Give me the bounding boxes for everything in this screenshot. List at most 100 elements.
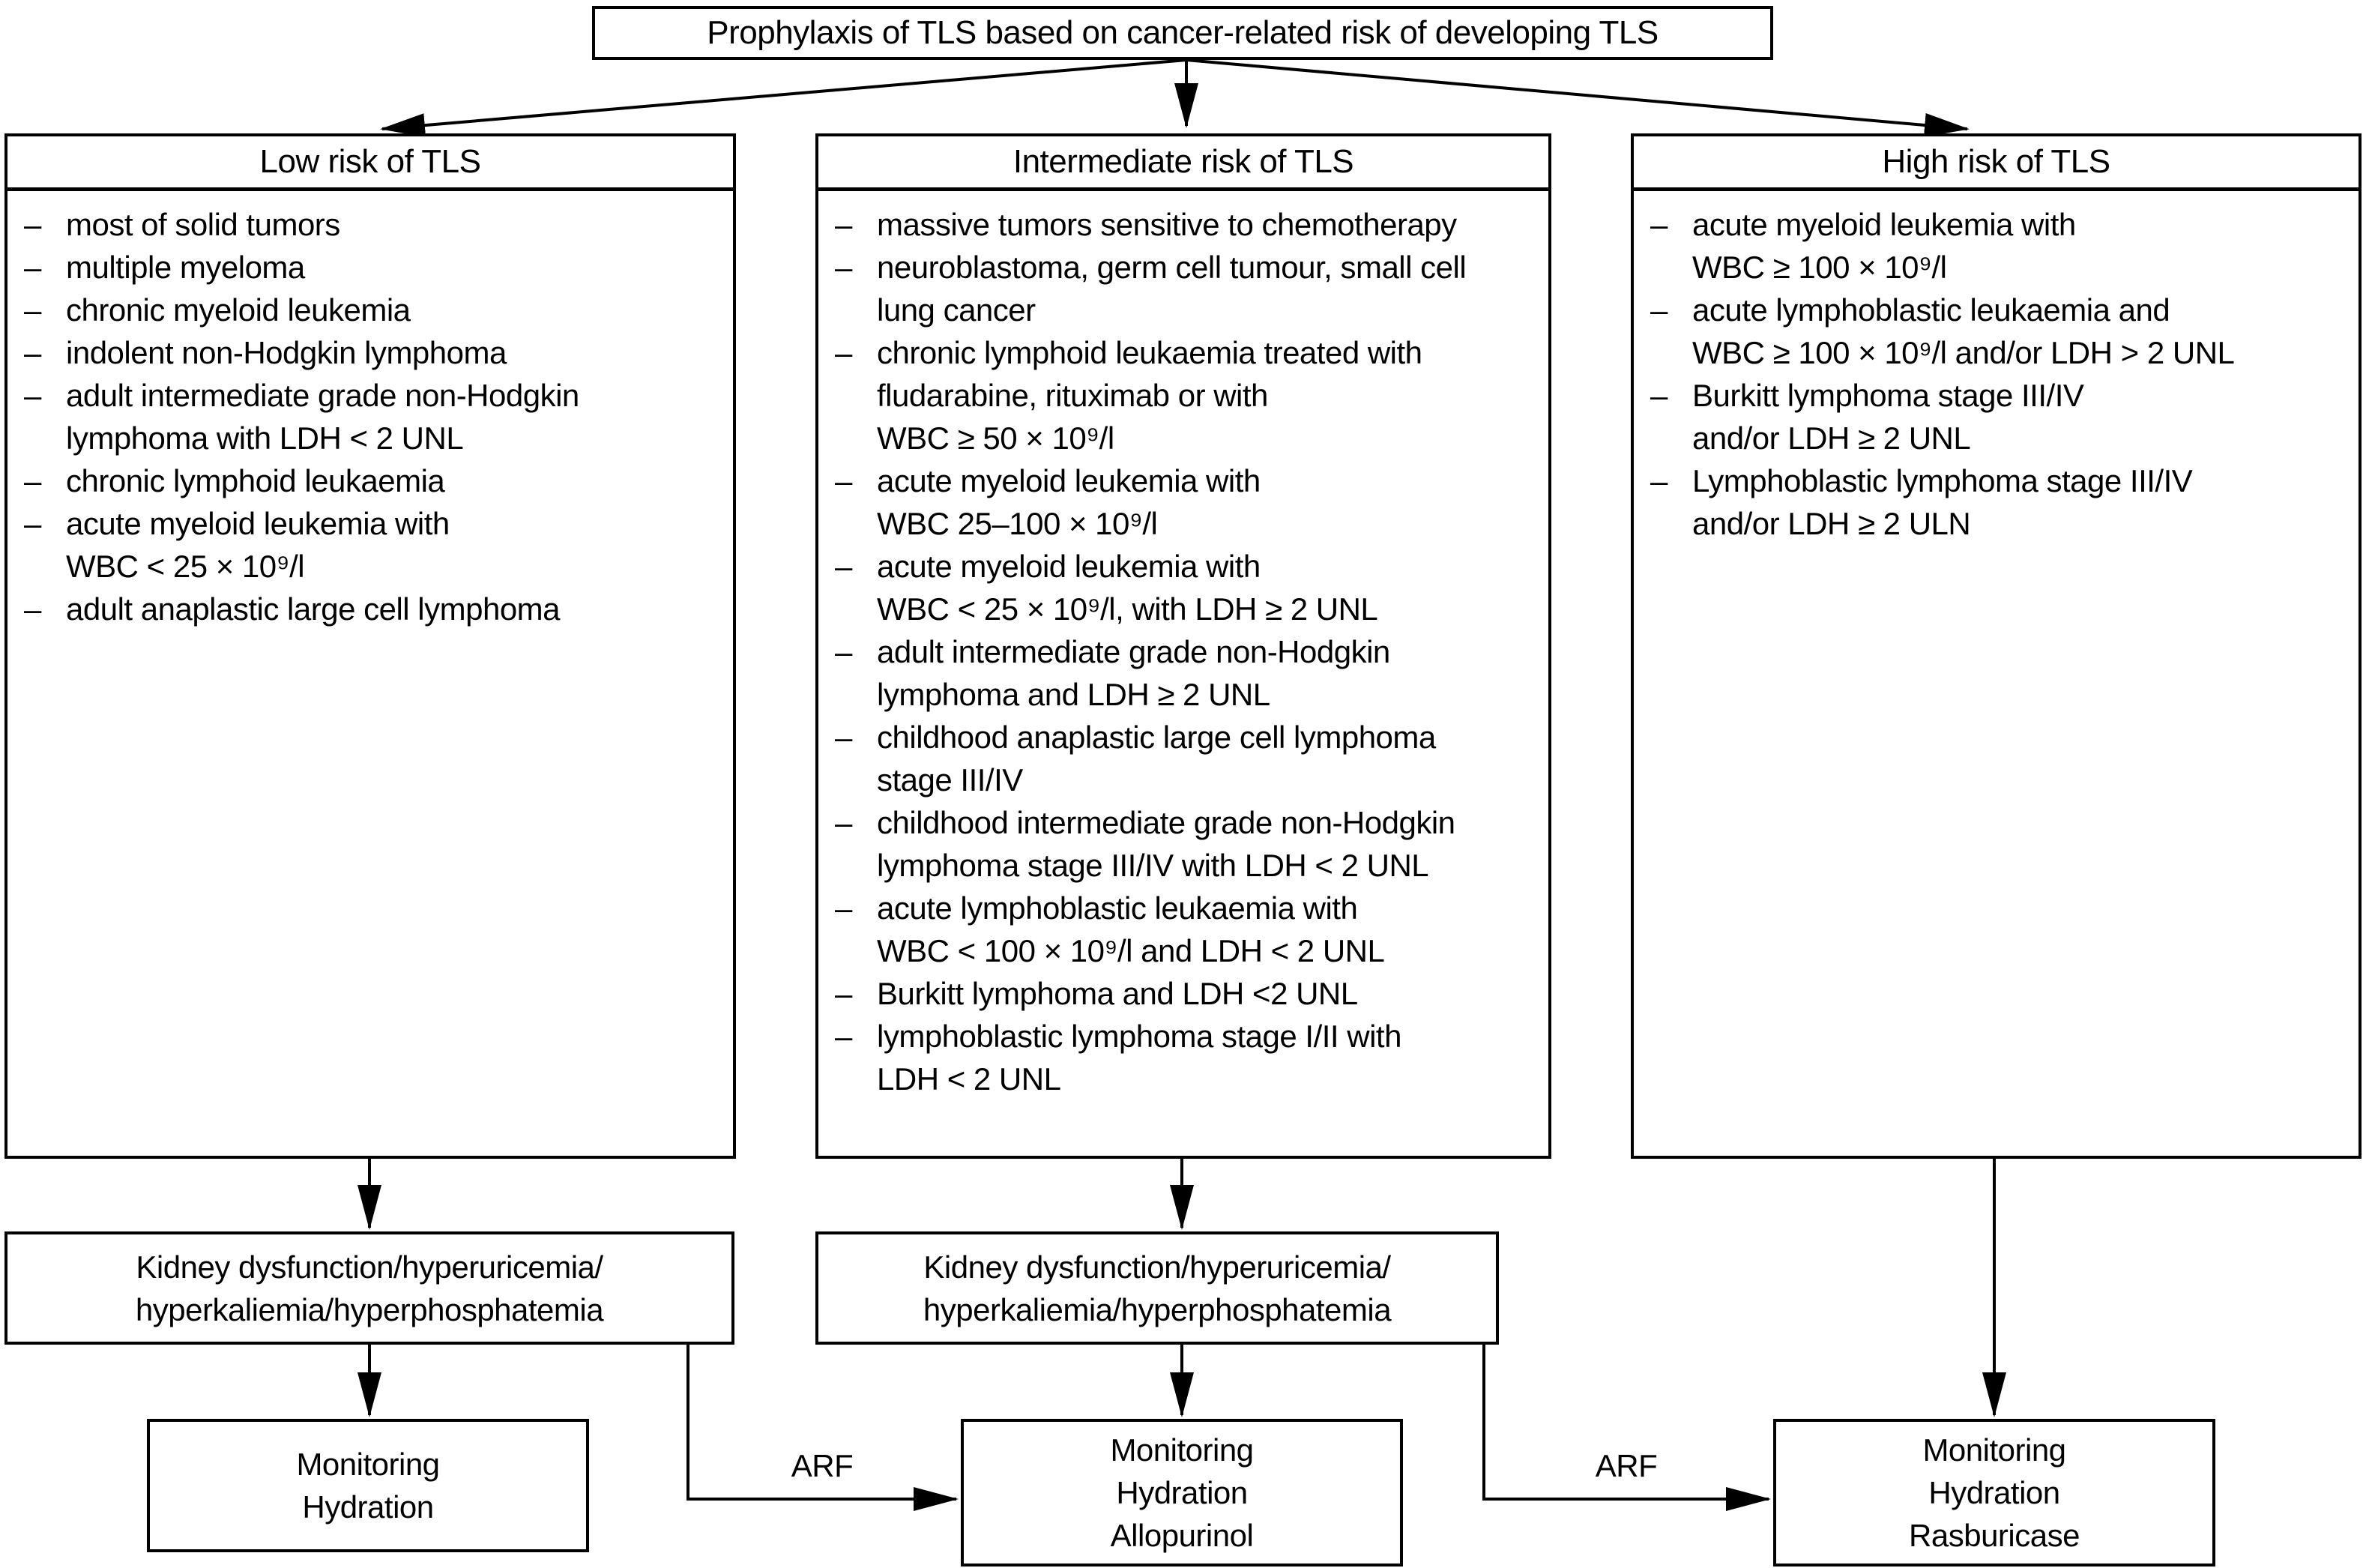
list-item: –adult intermediate grade non-Hodgkin ly…	[24, 374, 716, 459]
dash-bullet: –	[24, 335, 41, 370]
dash-bullet: –	[835, 1019, 852, 1054]
dash-bullet: –	[835, 463, 852, 498]
dash-bullet: –	[24, 207, 41, 242]
dash-bullet: –	[1650, 463, 1668, 498]
dash-bullet: –	[24, 463, 41, 498]
list-item: –acute myeloid leukemia with WBC < 25 × …	[835, 545, 1532, 630]
list-item: –childhood anaplastic large cell lymphom…	[835, 716, 1532, 801]
list-item-text: childhood intermediate grade non-Hodgkin…	[877, 805, 1455, 883]
list-item-text: chronic lymphoid leukaemia	[66, 463, 445, 498]
monitoring-hydration-box: Monitoring Hydration	[147, 1419, 589, 1552]
list-item: –chronic lymphoid leukaemia	[24, 459, 716, 502]
low-risk-header-text: Low risk of TLS	[259, 143, 481, 180]
list-item-text: chronic myeloid leukemia	[66, 292, 411, 328]
list-item-text: chronic lymphoid leukaemia treated with …	[877, 335, 1422, 456]
list-item: –adult anaplastic large cell lymphoma	[24, 588, 716, 630]
list-item-text: acute lymphoblastic leukaemia and WBC ≥ …	[1692, 292, 2235, 370]
list-item-text: Lymphoblastic lymphoma stage III/IV and/…	[1692, 463, 2193, 541]
dash-bullet: –	[24, 506, 41, 541]
list-item: –acute myeloid leukemia with WBC 25–100 …	[835, 459, 1532, 545]
monitoring-rasburicase-text: Monitoring Hydration Rasburicase	[1909, 1432, 2080, 1553]
list-item: –Burkitt lymphoma stage III/IV and/or LD…	[1650, 374, 2342, 459]
kidney-dysfunction-box-intermediate: Kidney dysfunction/hyperuricemia/ hyperk…	[815, 1231, 1499, 1345]
low-risk-header: Low risk of TLS	[7, 136, 733, 191]
intermediate-risk-column: Intermediate risk of TLS –massive tumors…	[815, 133, 1551, 1159]
list-item-text: most of solid tumors	[66, 207, 340, 242]
dash-bullet: –	[835, 207, 852, 242]
list-item-text: adult anaplastic large cell lymphoma	[66, 591, 561, 627]
monitoring-rasburicase-box: Monitoring Hydration Rasburicase	[1773, 1419, 2215, 1567]
dash-bullet: –	[835, 720, 852, 755]
low-risk-column: Low risk of TLS –most of solid tumors–mu…	[4, 133, 736, 1159]
arf-label-left: ARF	[791, 1448, 854, 1483]
monitoring-allopurinol-text: Monitoring Hydration Allopurinol	[1110, 1432, 1254, 1553]
monitoring-allopurinol-box: Monitoring Hydration Allopurinol	[961, 1419, 1403, 1567]
dash-bullet: –	[1650, 207, 1668, 242]
high-risk-header: High risk of TLS	[1634, 136, 2359, 191]
arrow-title-to-high-risk	[1186, 58, 1970, 137]
arrow-arf-intermediate-to-rasburicase-box	[1482, 1345, 1771, 1511]
dash-bullet: –	[835, 890, 852, 926]
list-item: –acute myeloid leukemia with WBC ≥ 100 ×…	[1650, 203, 2342, 289]
title-text: Prophylaxis of TLS based on cancer-relat…	[707, 14, 1659, 51]
list-item-text: neuroblastoma, germ cell tumour, small c…	[877, 250, 1467, 328]
dash-bullet: –	[1650, 378, 1668, 413]
arf-label-right: ARF	[1595, 1448, 1658, 1483]
list-item-text: acute myeloid leukemia with WBC < 25 × 1…	[877, 549, 1378, 627]
list-item-text: acute myeloid leukemia with WBC 25–100 ×…	[877, 463, 1261, 541]
dash-bullet: –	[1650, 292, 1668, 328]
dash-bullet: –	[24, 292, 41, 328]
list-item: –acute lymphoblastic leukaemia and WBC ≥…	[1650, 289, 2342, 374]
kidney-dysfunction-box-low: Kidney dysfunction/hyperuricemia/ hyperk…	[4, 1231, 734, 1345]
list-item: –adult intermediate grade non-Hodgkin ly…	[835, 630, 1532, 716]
dash-bullet: –	[835, 805, 852, 840]
intermediate-risk-list: –massive tumors sensitive to chemotherap…	[818, 191, 1548, 1100]
dash-bullet: –	[24, 591, 41, 627]
dash-bullet: –	[24, 378, 41, 413]
dash-bullet: –	[835, 634, 852, 669]
dash-bullet: –	[24, 250, 41, 285]
low-risk-list: –most of solid tumors–multiple myeloma–c…	[7, 191, 733, 630]
list-item: –lymphoblastic lymphoma stage I/II with …	[835, 1015, 1532, 1100]
arrow-arf-low-to-allopurinol-box	[686, 1345, 959, 1511]
list-item: –Lymphoblastic lymphoma stage III/IV and…	[1650, 459, 2342, 545]
intermediate-risk-header-text: Intermediate risk of TLS	[1013, 143, 1354, 180]
list-item: –most of solid tumors	[24, 203, 716, 246]
list-item-text: Burkitt lymphoma stage III/IV and/or LDH…	[1692, 378, 2084, 456]
list-item: –childhood intermediate grade non-Hodgki…	[835, 801, 1532, 887]
monitoring-hydration-text: Monitoring Hydration	[296, 1447, 440, 1525]
list-item-text: indolent non-Hodgkin lymphoma	[66, 335, 507, 370]
list-item: –multiple myeloma	[24, 246, 716, 289]
list-item: –massive tumors sensitive to chemotherap…	[835, 203, 1532, 246]
high-risk-list: –acute myeloid leukemia with WBC ≥ 100 ×…	[1634, 191, 2359, 545]
list-item-text: acute myeloid leukemia with WBC < 25 × 1…	[66, 506, 450, 584]
arrow-title-to-low-risk	[380, 58, 1187, 138]
list-item: –chronic lymphoid leukaemia treated with…	[835, 331, 1532, 459]
list-item-text: acute myeloid leukemia with WBC ≥ 100 × …	[1692, 207, 2076, 285]
intermediate-risk-header: Intermediate risk of TLS	[818, 136, 1548, 191]
list-item-text: lymphoblastic lymphoma stage I/II with L…	[877, 1019, 1401, 1097]
kidney-dysfunction-text-intermediate: Kidney dysfunction/hyperuricemia/ hyperk…	[923, 1249, 1392, 1327]
title-box: Prophylaxis of TLS based on cancer-relat…	[592, 6, 1773, 60]
list-item-text: multiple myeloma	[66, 250, 305, 285]
list-item-text: adult intermediate grade non-Hodgkin lym…	[877, 634, 1390, 712]
dash-bullet: –	[835, 976, 852, 1011]
dash-bullet: –	[835, 549, 852, 584]
high-risk-column: High risk of TLS –acute myeloid leukemia…	[1631, 133, 2362, 1159]
list-item-text: adult intermediate grade non-Hodgkin lym…	[66, 378, 579, 456]
list-item: –acute myeloid leukemia with WBC < 25 × …	[24, 502, 716, 588]
list-item-text: massive tumors sensitive to chemotherapy	[877, 207, 1457, 242]
list-item-text: Burkitt lymphoma and LDH <2 UNL	[877, 976, 1358, 1011]
list-item-text: acute lymphoblastic leukaemia with WBC <…	[877, 890, 1385, 968]
list-item: –indolent non-Hodgkin lymphoma	[24, 331, 716, 374]
kidney-dysfunction-text-low: Kidney dysfunction/hyperuricemia/ hyperk…	[135, 1249, 604, 1327]
list-item-text: childhood anaplastic large cell lymphoma…	[877, 720, 1436, 797]
list-item: –chronic myeloid leukemia	[24, 289, 716, 331]
list-item: –Burkitt lymphoma and LDH <2 UNL	[835, 972, 1532, 1015]
dash-bullet: –	[835, 335, 852, 370]
list-item: –acute lymphoblastic leukaemia with WBC …	[835, 887, 1532, 972]
list-item: –neuroblastoma, germ cell tumour, small …	[835, 246, 1532, 331]
dash-bullet: –	[835, 250, 852, 285]
